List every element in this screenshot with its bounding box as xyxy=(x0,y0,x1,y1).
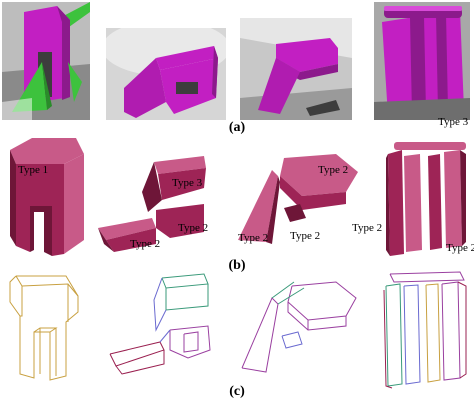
type2-type3-components-panel4 xyxy=(386,142,466,256)
row-label-b: (b) xyxy=(228,258,246,273)
type2-type3-components xyxy=(98,156,206,252)
pier-render-3 xyxy=(240,18,352,120)
label-type2-panel3-right: Type 2 xyxy=(290,230,321,242)
row-c-panel-2 xyxy=(104,270,222,380)
row-c-panel-4 xyxy=(380,268,470,390)
pier-render-4 xyxy=(374,2,470,120)
row-b-panel-4 xyxy=(380,132,472,258)
label-type2-panel2-bottom: Type 2 xyxy=(130,238,161,250)
row-b-panel-3 xyxy=(236,150,360,246)
label-type2-panel4-left: Type 2 xyxy=(352,222,383,234)
row-a-panel-2 xyxy=(106,28,226,120)
row-label-a: (a) xyxy=(228,120,246,135)
pier-render-2 xyxy=(106,28,226,120)
pier-render-1 xyxy=(2,2,90,120)
label-type2-panel4-right: Type 2 xyxy=(446,242,474,254)
row-b-panel-1 xyxy=(4,134,90,258)
row-c-panel-1 xyxy=(6,272,86,384)
label-type1: Type 1 xyxy=(18,164,49,176)
row-a-panel-3 xyxy=(240,18,352,120)
label-type3-panel2: Type 3 xyxy=(172,177,203,189)
label-type3-panel4: Type 3 xyxy=(438,116,469,128)
row-b-panel-2 xyxy=(94,148,218,258)
type2-components-panel3 xyxy=(238,154,358,244)
label-type2-panel2-right: Type 2 xyxy=(178,222,209,234)
wireframe-1 xyxy=(9,275,79,381)
row-a-panel-1 xyxy=(2,2,90,120)
wireframe-4 xyxy=(383,271,467,389)
row-c-panel-3 xyxy=(238,276,360,376)
type1-component xyxy=(10,138,84,256)
row-a-panel-4 xyxy=(374,2,470,120)
row-label-c: (c) xyxy=(229,384,245,399)
wireframe-2 xyxy=(109,273,211,375)
label-type2-panel3-top: Type 2 xyxy=(318,164,349,176)
wireframe-3 xyxy=(241,281,357,373)
label-type2-panel3-left: Type 2 xyxy=(238,232,269,244)
